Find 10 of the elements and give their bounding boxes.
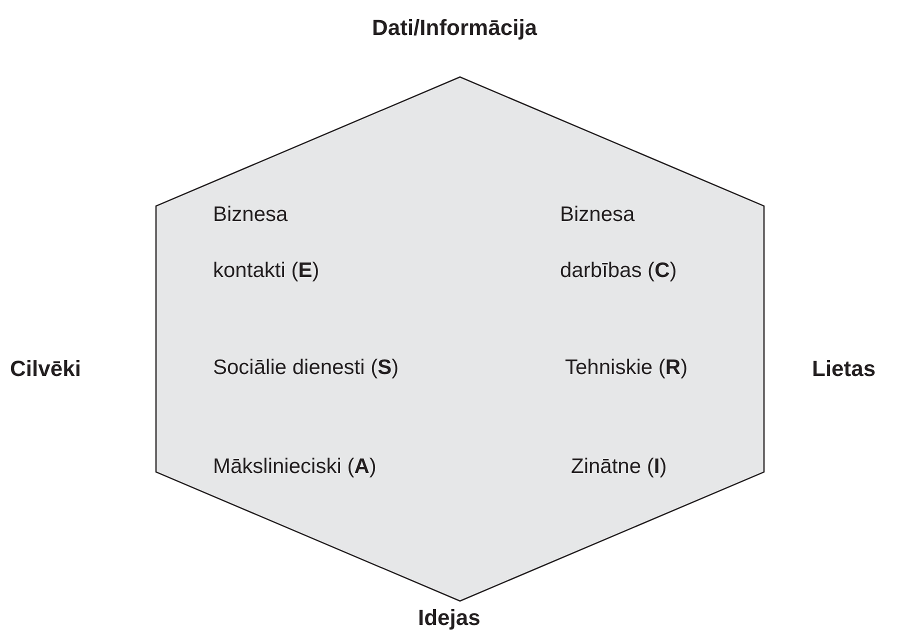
category-label: Tehniskie (R)	[565, 355, 689, 381]
axis-label: Lietas	[812, 356, 876, 382]
axis-label: Idejas	[418, 605, 480, 631]
category-label: Biznesa darbības (C)	[560, 202, 678, 284]
category-label: Biznesa kontakti (E)	[213, 202, 320, 284]
title: Dati/Informācija	[372, 15, 538, 41]
axis-label: Cilvēki	[10, 356, 81, 382]
category-label: Mākslinieciski (A)	[213, 454, 378, 480]
category-label: Sociālie dienesti (S)	[213, 355, 400, 381]
category-label: Zinātne (I)	[571, 454, 668, 480]
